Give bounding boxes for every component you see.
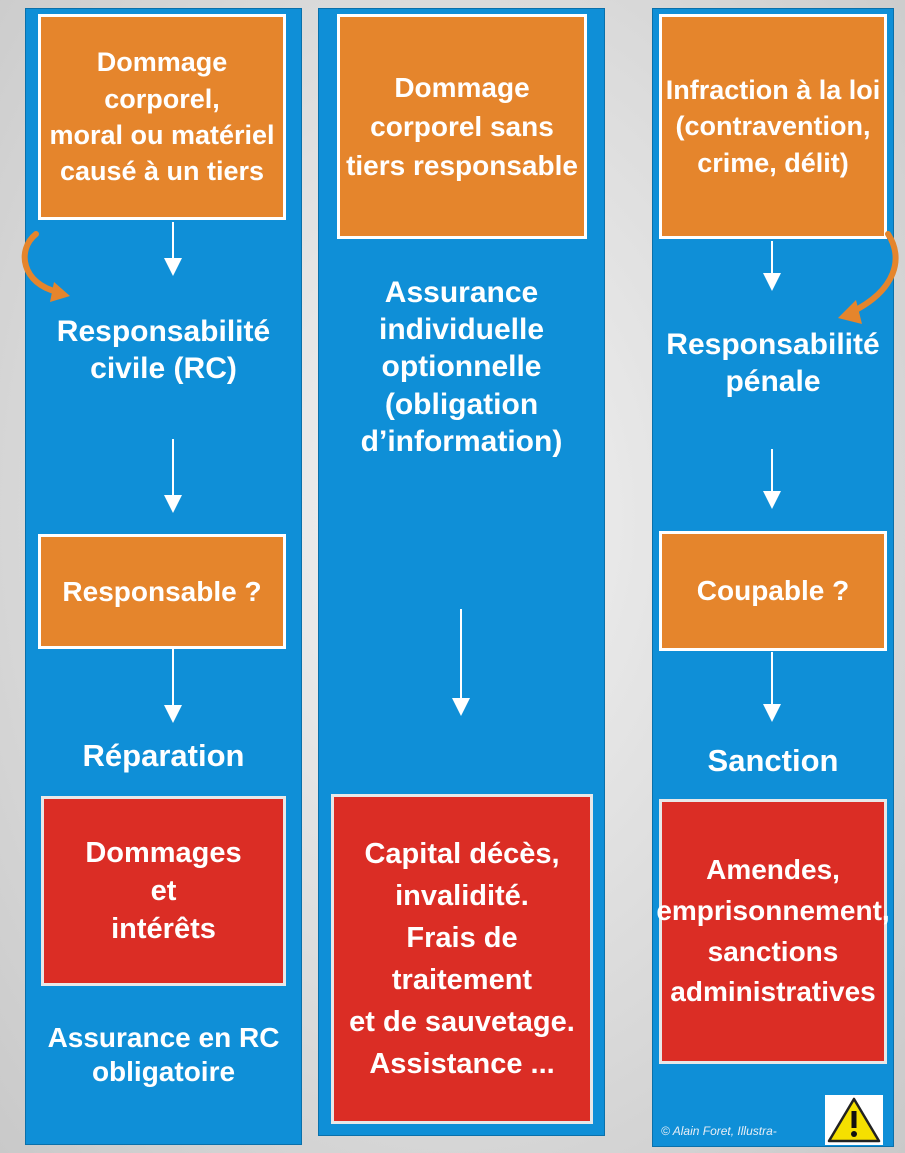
arrow-down-icon — [452, 609, 470, 716]
outcome-box-damages: Dommages et intérêts — [41, 796, 286, 986]
arrow-down-icon — [763, 449, 781, 509]
arrow-down-icon — [164, 222, 182, 276]
header-box-no-third-party: Dommage corporel sans tiers responsable — [337, 14, 587, 239]
arrow-down-icon — [763, 652, 781, 722]
warning-triangle-icon — [825, 1095, 883, 1145]
outcome-box-capital: Capital décès, invalidité. Frais de trai… — [331, 794, 593, 1124]
column-no-third-party: Dommage corporel sans tiers responsable … — [318, 8, 605, 1136]
header-box-civil-damage: Dommage corporel, moral ou matériel caus… — [38, 14, 286, 220]
step-sanction: Sanction — [707, 743, 839, 778]
step-civil-liability: Responsabilité civile (RC) — [56, 315, 271, 385]
step-criminal-liability: Responsabilité pénale — [666, 328, 880, 398]
question-box-guilty: Coupable ? — [659, 531, 887, 651]
outcome-box-penalties: Amendes, emprisonnement, sanctions admin… — [656, 799, 890, 1064]
arrow-down-icon — [763, 241, 781, 291]
arrow-down-icon — [164, 439, 182, 513]
column-criminal-liability: Infraction à la loi (contravention, crim… — [652, 8, 894, 1147]
footer-mandatory-insurance: Assurance en RC obligatoire — [47, 1022, 280, 1088]
curved-arrow-right-icon — [838, 231, 899, 324]
curved-arrow-left-icon — [21, 231, 70, 302]
step-reparation: Réparation — [82, 738, 245, 773]
arrow-down-icon — [164, 649, 182, 723]
credit-text: © Alain Foret, Illustra- — [661, 1124, 777, 1138]
header-box-infraction: Infraction à la loi (contravention, crim… — [659, 14, 887, 239]
column-civil-liability: Dommage corporel, moral ou matériel caus… — [25, 8, 302, 1145]
step-individual-insurance: Assurance individuelle optionnelle (obli… — [360, 276, 563, 458]
question-box-responsible: Responsable ? — [38, 534, 286, 649]
